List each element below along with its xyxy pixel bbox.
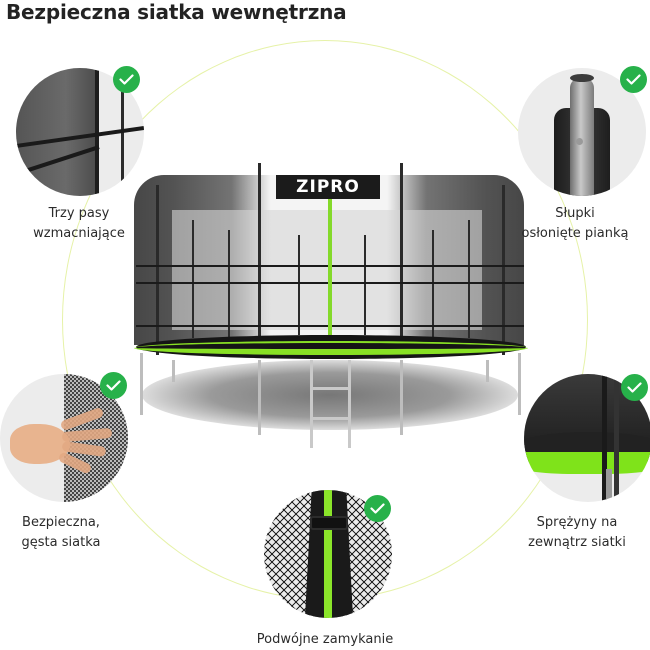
check-icon bbox=[621, 374, 648, 401]
feature-springs: Sprężyny na zewnątrz siatki bbox=[500, 370, 650, 560]
net-pole bbox=[156, 185, 159, 355]
trampoline-image: ZIPRO bbox=[132, 155, 528, 450]
spring-pad bbox=[134, 341, 528, 355]
feature-label: Słupki osłonięte pianką bbox=[521, 206, 629, 241]
frame-leg bbox=[400, 360, 403, 435]
feature-label: Bezpieczna, gęsta siatka bbox=[21, 515, 101, 550]
feature-straps: Trzy pasy wzmacniające bbox=[0, 60, 150, 250]
ladder-rung bbox=[310, 387, 348, 390]
frame-leg bbox=[140, 353, 143, 415]
net-pole bbox=[502, 185, 505, 355]
check-icon bbox=[364, 495, 391, 522]
net-pole bbox=[258, 163, 261, 348]
feature-poles: Słupki osłonięte pianką bbox=[500, 60, 650, 250]
feature-zipper: Podwójne zamykanie bbox=[250, 490, 400, 650]
check-icon bbox=[113, 66, 140, 93]
net-pole bbox=[400, 163, 403, 348]
check-icon bbox=[620, 66, 647, 93]
frame-leg bbox=[258, 360, 261, 435]
frame-leg bbox=[486, 360, 489, 382]
ladder-rung bbox=[310, 417, 348, 420]
safety-net-inner bbox=[172, 210, 482, 330]
net-pole bbox=[432, 230, 434, 338]
brand-logo: ZIPRO bbox=[276, 175, 380, 199]
feature-label: Trzy pasy wzmacniające bbox=[33, 206, 125, 241]
net-pole bbox=[468, 220, 470, 338]
feature-label: Sprężyny na zewnątrz siatki bbox=[528, 515, 626, 550]
straps-photo bbox=[16, 68, 144, 196]
ladder-rail bbox=[310, 360, 313, 448]
feature-label: Podwójne zamykanie bbox=[256, 632, 394, 647]
net-pole bbox=[364, 235, 366, 335]
check-icon bbox=[100, 372, 127, 399]
net-pole bbox=[228, 230, 230, 338]
page-title: Bezpieczna siatka wewnętrzna bbox=[6, 0, 347, 24]
mesh-photo bbox=[0, 374, 128, 502]
ladder-rail bbox=[348, 360, 351, 448]
feature-mesh: Bezpieczna, gęsta siatka bbox=[0, 370, 150, 560]
net-zipper bbox=[328, 199, 332, 339]
frame-leg bbox=[172, 360, 175, 382]
net-pole bbox=[192, 220, 194, 338]
net-pole bbox=[298, 235, 300, 335]
frame-leg bbox=[518, 353, 521, 415]
